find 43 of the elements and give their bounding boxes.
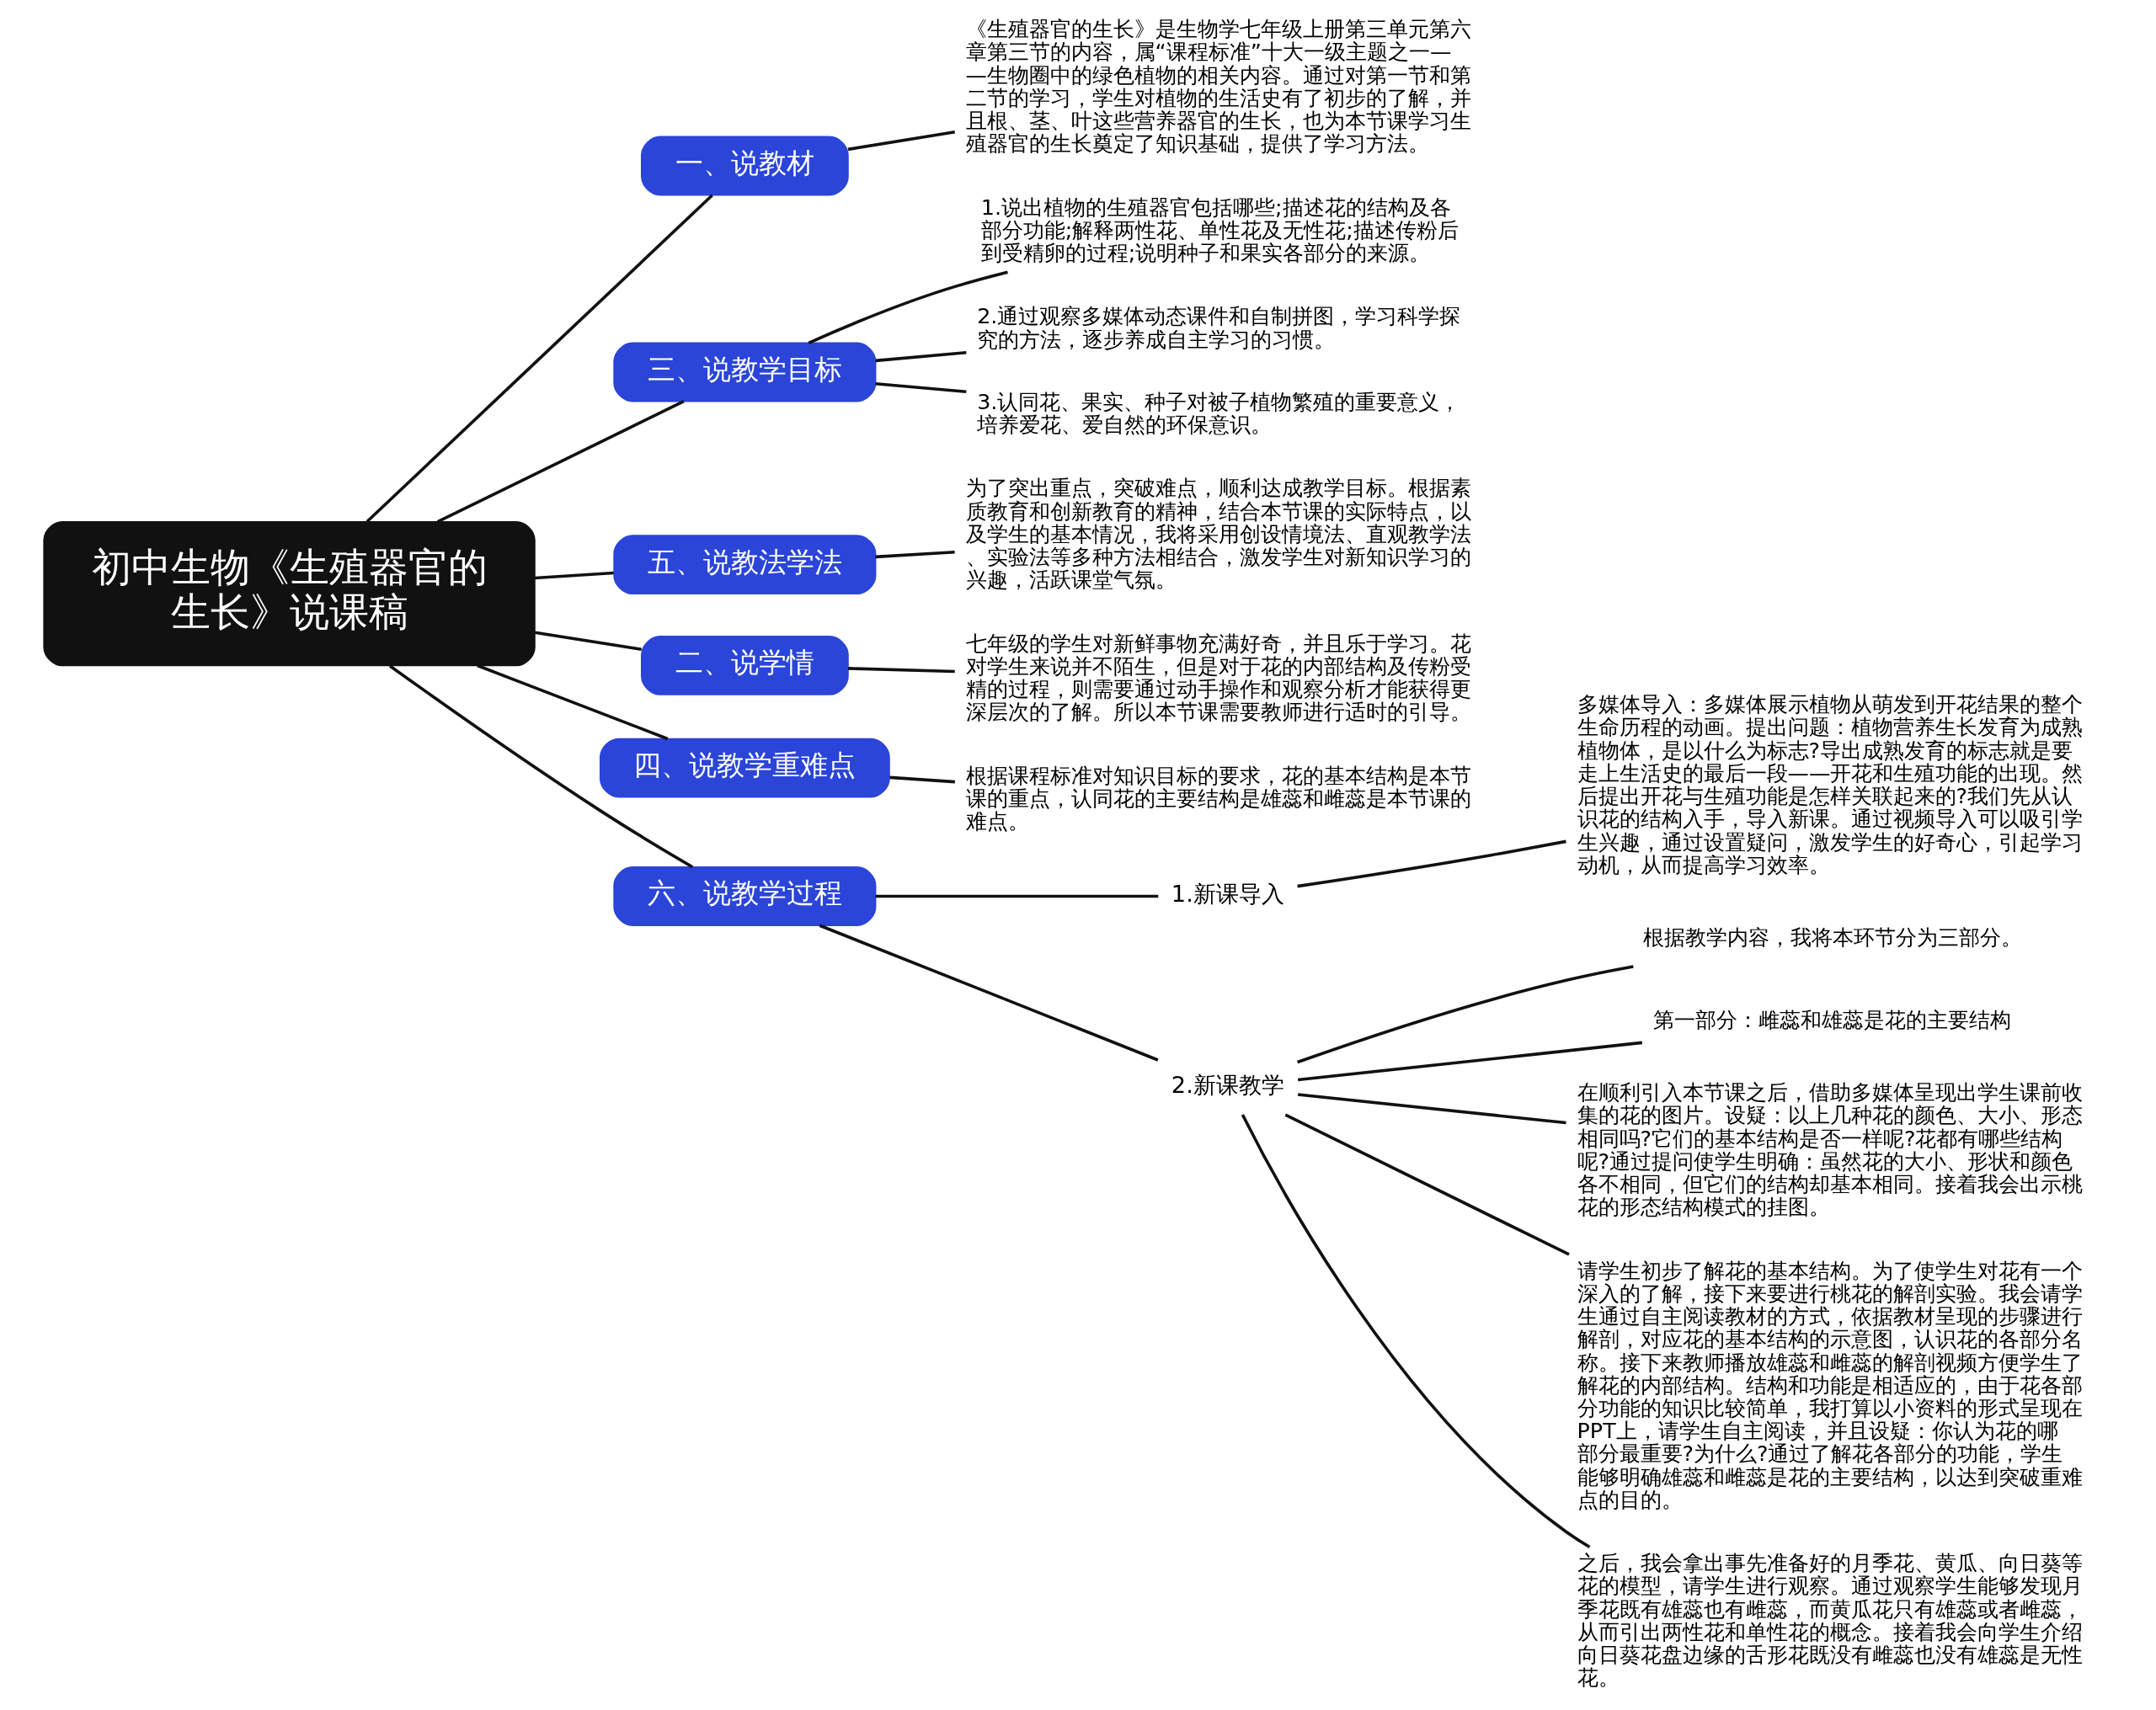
node-box: 五、说教法学法 [613, 535, 877, 595]
node-text: 请学生初步了解花的基本结构。为了使学生对花有一个深入的了解，接下来要进行桃花的解剖实验。我会请学生通过自主阅读教材的方式，依据教材呈现的步骤进行解剖，对应花的基本结构的示意图，认识花的各部分名称。接下来教师播放雄蕊和雌蕊的解剖视频方便学生了解花的内部结构。结构和功能是相适应的，由于花各部分功能的知识比较简单，我打算以小资料的形式呈现在PPT上，请学生自主阅读，并且设疑：你认为花的哪部分最重要?为什么?通过了解花各部分的功能，学生能够明确雄蕊和雌蕊是花的主要结构，以达到突破重难点的目的。 [1577, 1257, 2083, 1512]
connector [889, 775, 955, 784]
connector [847, 131, 956, 152]
connector [1297, 1093, 1566, 1125]
connector [875, 894, 1159, 898]
node-text: 2.新课教学 [1171, 1071, 1284, 1098]
node-box: 六、说教学过程 [613, 866, 877, 926]
connector [366, 194, 713, 523]
node-text: 《生殖器官的生长》是生物学七年级上册第三单元第六章第三节的内容，属“课程标准”十大一级主题之一——生物圈中的绿色植物的相关内容。通过对第一节和第二节的学习，学生对植物的生活史有了初步的了解，并且根、茎、叶这些营养器官的生长，也为本节课学习生殖器官的生长奠定了知识基础，提供了学习方法。 [965, 16, 1471, 157]
node-text: 为了突出重点，突破难点，顺利达成教学目标。根据素质教育和创新教育的精神，结合本节课的实际特点，以及学生的基本情况，我将采用创设情境法、直观教学法、实验法等多种方法相结合，激发学生对新知识学习的兴趣，活跃课堂气氛。 [965, 475, 1471, 593]
connector [389, 664, 694, 869]
connector [875, 550, 955, 559]
node-text: 1.说出植物的生殖器官包括哪些;描述花的结构及各部分功能;解释两性花、单性花及无性花;描述传粉后到受精卵的过程;说明种子和果实各部分的来源。 [980, 194, 1459, 265]
connector [477, 663, 669, 741]
node-text: 根据教学内容，我将本环节分为三部分。 [1642, 924, 2022, 951]
connector [848, 667, 955, 674]
node-text: 3.认同花、果实、种子对被子植物繁殖的重要意义，培养爱花、爱自然的环保意识。 [977, 388, 1461, 438]
connector [1284, 1113, 1570, 1256]
node-text: 在顺利引入本节课之后，借助多媒体呈现出学生课前收集的花的图片。设疑：以上几种花的颜色、大小、形态相同吗?它们的基本结构是否一样呢?花都有哪些结构呢?通过提问使学生明确：虽然花的大小、形状和颜色各不相同，但它们的结构却基本相同。接着我会出示桃花的形态结构模式的挂图。 [1577, 1079, 2083, 1220]
connector [1297, 1041, 1643, 1082]
connector [875, 350, 967, 363]
connector [1297, 965, 1634, 1064]
node-box: 一、说教材 [640, 136, 849, 196]
connector [808, 270, 1008, 344]
node-text: 第一部分：雌蕊和雄蕊是花的主要结构 [1653, 1007, 2012, 1033]
connector [535, 571, 614, 580]
node-text: 多媒体导入：多媒体展示植物从萌发到开花结果的整个生命历程的动画。提出问题：植物营养生长发育为成熟植物体，是以什么为标志?导出成熟发育的标志就是要走上生活史的最后一段——开花和生殖功能的出现。然后提出开花与生殖功能是怎样关联起来的?我们先从认识花的结构入手，导入新课。通过视频导入可以吸引学生兴趣，通过设置疑问，激发学生的好奇心，引起学习动机，从而提高学习效率。 [1577, 691, 2084, 877]
node-text: 1.新课导入 [1171, 880, 1284, 907]
node-text: 根据课程标准对知识目标的要求，花的基本结构是本节课的重点，认同花的主要结构是雄蕊和雌蕊是本节课的难点。 [965, 762, 1471, 834]
node-text: 2.通过观察多媒体动态课件和自制拼图，学习科学探究的方法，逐步养成自主学习的习惯。 [977, 303, 1461, 352]
connector [436, 400, 685, 524]
node-box: 二、说学情 [640, 636, 849, 695]
node-box: 初中生物《生殖器官的生长》说课稿 [43, 520, 536, 667]
connector [534, 631, 642, 652]
connector [1241, 1114, 1591, 1548]
node-box: 四、说教学重难点 [599, 738, 890, 798]
node-text: 七年级的学生对新鲜事物充满好奇，并且乐于学习。花对学生来说并不陌生，但是对于花的内部结构及传粉受精的过程，则需要通过动手操作和观察分析才能获得更深层次的了解。所以本节课需要教师进行适时的引导。 [965, 630, 1471, 725]
connector [875, 381, 967, 394]
connector [819, 924, 1159, 1062]
node-box: 三、说教学目标 [613, 342, 877, 402]
connector [1297, 839, 1566, 888]
node-text: 之后，我会拿出事先准备好的月季花、黄瓜、向日葵等花的模型，请学生进行观察。通过观察学生能够发现月季花既有雄蕊也有雌蕊，而黄瓜花只有雄蕊或者雌蕊，从而引出两性花和单性花的概念。接着我会向学生介绍向日葵花盘边缘的舌形花既没有雌蕊也没有雄蕊是无性花。 [1577, 1550, 2083, 1691]
